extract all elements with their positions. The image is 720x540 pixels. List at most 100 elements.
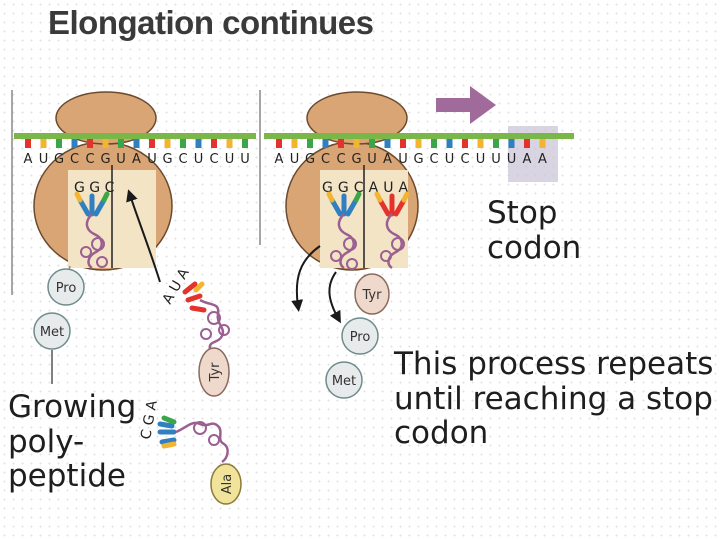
stop-line-1: Stop [487, 195, 558, 231]
left-translocation-arrow [126, 189, 161, 283]
svg-text:C G A: C G A [138, 399, 161, 441]
mrna-base-letter: U [367, 152, 377, 167]
left-trna-p [74, 191, 110, 270]
incoming-trna-tyr: A U A Tyr [160, 265, 230, 397]
svg-text:Pro: Pro [56, 281, 77, 296]
mrna-base-tick [195, 139, 202, 148]
mrna-base-letter: U [507, 152, 517, 167]
mrna-base-tick [524, 139, 530, 148]
mrna-base-tick [322, 139, 329, 148]
amino-acid-pro-left: Pro [47, 268, 85, 306]
mrna-base-tick [102, 139, 109, 148]
mrna-base-tick [242, 139, 248, 148]
mrna-base-tick [87, 139, 93, 148]
mrna-base-letter: A [132, 152, 141, 167]
mrna-base-tick [25, 139, 31, 148]
mrna-base-tick [133, 139, 140, 148]
mrna-base-tick [338, 139, 344, 148]
mrna-base-letter: C [70, 152, 79, 167]
mrna-base-letter: G [54, 152, 64, 167]
left-mrna-bases [25, 139, 248, 148]
mrna-base-letter: U [476, 152, 486, 167]
mrna-base-letter: U [39, 152, 49, 167]
mrna-base-tick [118, 139, 124, 148]
mrna-base-letter: C [336, 152, 345, 167]
left-a-site [112, 170, 156, 268]
mrna-base-letter: A [538, 152, 547, 167]
stop-codon-label: Stop codon [487, 196, 581, 265]
mrna-base-letter: G [162, 152, 172, 167]
mrna-base-letter: C [321, 152, 330, 167]
process-repeats-label: This process repeats until reaching a st… [394, 347, 713, 451]
mrna-base-tick [493, 139, 499, 148]
right-exit-arrow [291, 245, 321, 312]
svg-text:Ala: Ala [220, 474, 235, 494]
mrna-base-letter: U [491, 152, 501, 167]
svg-text:Pro: Pro [350, 330, 371, 345]
growing-line-3: peptide [8, 458, 126, 495]
stop-line-2: codon [487, 229, 582, 266]
left-trna-anticodon: G G C [74, 180, 115, 196]
mrna-base-letter: C [429, 152, 438, 167]
right-trna-a [374, 191, 410, 270]
growing-line-1: Growing [8, 389, 137, 425]
mrna-base-tick [353, 139, 360, 148]
mrna-base-tick [291, 139, 298, 148]
mrna-base-letter: G [351, 152, 361, 167]
amino-acid-tyr-right: Tyr [354, 273, 390, 315]
svg-text:Met: Met [40, 325, 64, 340]
mrna-base-letter: A [523, 152, 532, 167]
mrna-base-letter: C [209, 152, 218, 167]
mrna-base-letter: C [178, 152, 187, 167]
mrna-base-letter: U [445, 152, 455, 167]
svg-text:Met: Met [332, 374, 356, 389]
mrna-base-letter: U [225, 152, 235, 167]
svg-text:Tyr: Tyr [362, 288, 383, 303]
mrna-base-tick [384, 139, 391, 148]
mrna-base-tick [462, 139, 468, 148]
process-line-3: codon [394, 415, 489, 452]
right-trna-anticodons: G G C A U A [322, 180, 409, 196]
mrna-base-tick [446, 139, 453, 148]
left-mrna-backbone [14, 133, 256, 139]
mrna-base-tick [180, 139, 186, 148]
mrna-base-letter: U [290, 152, 300, 167]
mrna-base-letter: A [24, 152, 33, 167]
mrna-base-tick [307, 139, 313, 148]
mrna-base-tick [539, 139, 546, 148]
process-line-1: This process repeats [394, 346, 714, 382]
right-chain-arrow [328, 271, 341, 324]
amino-acid-met-right: Met [325, 361, 363, 399]
mrna-base-letter: U [147, 152, 157, 167]
mrna-base-tick [211, 139, 217, 148]
movement-arrow [436, 86, 496, 124]
right-trna-p [326, 191, 362, 270]
process-line-2: until reaching a stop [394, 380, 713, 417]
mrna-base-tick [276, 139, 282, 148]
mrna-base-letter: U [240, 152, 250, 167]
mrna-base-tick [508, 139, 515, 148]
mrna-base-letter: G [413, 152, 423, 167]
mrna-base-letter: U [116, 152, 126, 167]
mrna-base-tick [226, 139, 233, 148]
mrna-base-letter: U [398, 152, 408, 167]
mrna-base-tick [56, 139, 62, 148]
mrna-base-letter: C [85, 152, 94, 167]
mrna-base-tick [71, 139, 78, 148]
growing-line-2: poly- [8, 423, 85, 460]
slide-title: Elongation continues [48, 4, 374, 41]
right-p-site [320, 170, 364, 268]
amino-acid-pro-right: Pro [341, 317, 379, 355]
mrna-base-tick [477, 139, 484, 148]
mrna-base-tick [149, 139, 155, 148]
mrna-base-tick [415, 139, 422, 148]
mrna-base-letter: C [460, 152, 469, 167]
mrna-base-letter: A [275, 152, 284, 167]
right-mrna-bases [276, 139, 546, 148]
mrna-base-letter: U [194, 152, 204, 167]
